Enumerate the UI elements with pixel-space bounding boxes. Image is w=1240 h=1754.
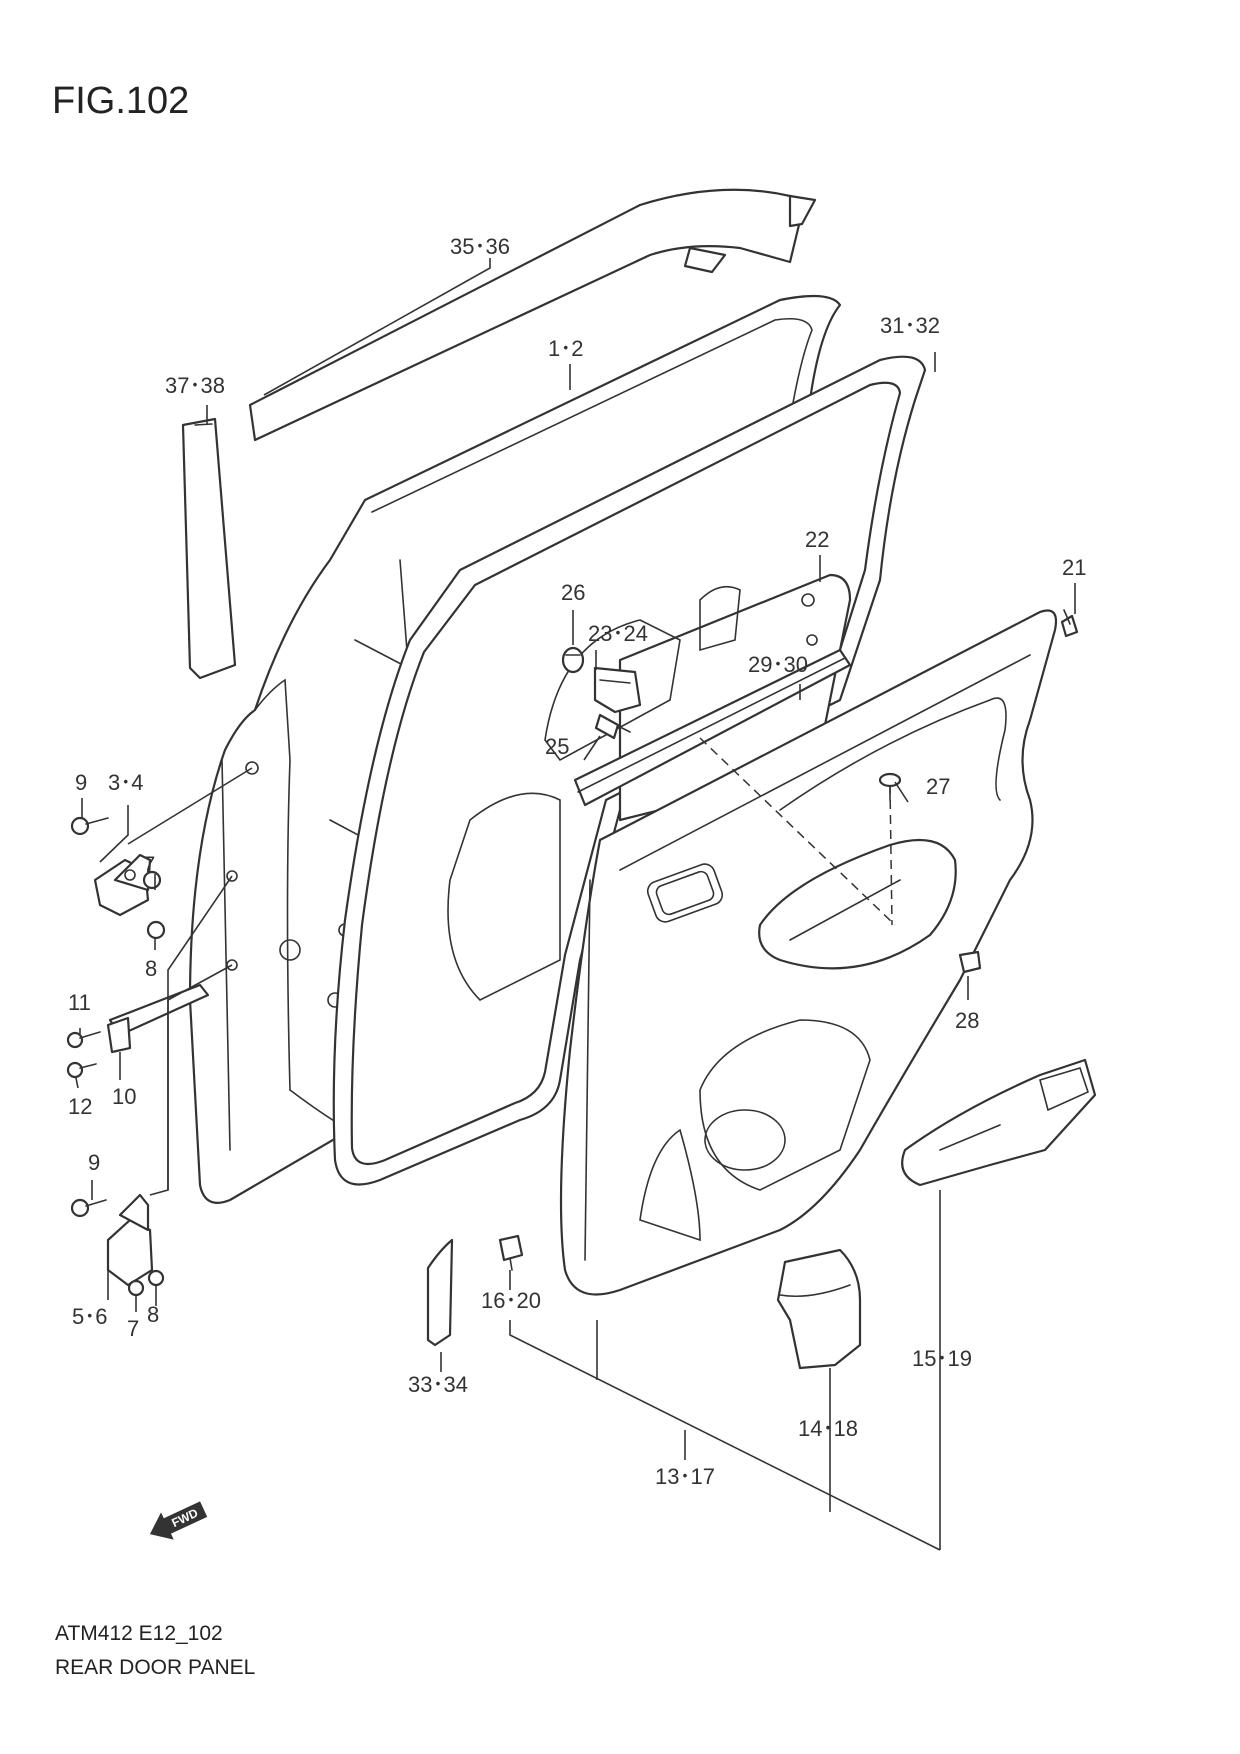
callout-35-36: 35･36 <box>450 234 510 259</box>
door-inner-openings <box>447 585 741 1001</box>
part-35-36-sash-molding[interactable] <box>248 188 817 442</box>
part-7-nut-upper[interactable] <box>142 870 162 890</box>
part-9-bolt-lower[interactable] <box>70 1198 107 1218</box>
callout-16-20: 16･20 <box>481 1288 541 1313</box>
part-23-24-bracket[interactable] <box>593 666 642 714</box>
part-21-clip[interactable] <box>1060 609 1079 638</box>
callout-23-24: 23･24 <box>588 621 648 646</box>
ref-line-27 <box>889 784 893 926</box>
ref-line-22 <box>699 737 896 926</box>
callout-22: 22 <box>805 527 829 552</box>
part-26-clip[interactable] <box>561 646 585 674</box>
part-5-6-lower-hinge[interactable] <box>106 1193 154 1287</box>
callout-10: 10 <box>112 1084 136 1109</box>
part-33-34-sash-tape[interactable] <box>426 1238 454 1347</box>
callout-11: 11 <box>68 990 91 1015</box>
figure-title: FIG.102 <box>52 80 189 122</box>
callout-33-34: 33･34 <box>408 1372 468 1397</box>
part-15-19-switch-cover[interactable] <box>901 1058 1097 1187</box>
callout-25: 25 <box>545 734 569 759</box>
callout-12: 12 <box>68 1094 92 1119</box>
part-13-17-door-trim[interactable] <box>559 609 1058 1296</box>
callout-9-upper: 9 <box>75 770 87 795</box>
callout-9-lower: 9 <box>88 1150 100 1175</box>
callout-1-2: 1･2 <box>548 336 583 361</box>
callout-37-38: 37･38 <box>165 373 225 398</box>
part-28-clip[interactable] <box>958 950 982 974</box>
part-10-door-check[interactable] <box>106 983 210 1054</box>
callout-29-30: 29･30 <box>748 652 808 677</box>
callout-7-upper: 7 <box>143 852 155 877</box>
fwd-arrow-icon: FWD <box>149 1501 208 1540</box>
callout-14-18: 14･18 <box>798 1416 858 1441</box>
part-14-18-handle-cover[interactable] <box>776 1248 862 1370</box>
callout-8-lower: 8 <box>147 1302 159 1327</box>
part-25-screw[interactable] <box>594 713 631 740</box>
part-37-38-pillar-tape[interactable] <box>181 417 237 680</box>
callout-13-17: 13･17 <box>655 1464 715 1489</box>
callout-28: 28 <box>955 1008 979 1033</box>
callout-26: 26 <box>561 580 585 605</box>
part-29-30-belt-molding[interactable] <box>573 648 852 807</box>
footer-code: ATM412 E12_102 <box>55 1622 223 1645</box>
part-8-nut-lower[interactable] <box>147 1269 165 1287</box>
part-3-4-upper-hinge[interactable] <box>93 853 152 917</box>
part-9-bolt-upper[interactable] <box>70 816 109 836</box>
callout-8-upper: 8 <box>145 956 157 981</box>
footer-name: REAR DOOR PANEL <box>55 1656 255 1679</box>
callout-5-6: 5･6 <box>72 1304 107 1329</box>
part-11-bolt[interactable] <box>66 1031 101 1049</box>
part-7-nut-lower[interactable] <box>127 1279 145 1297</box>
leader-lines <box>75 258 1076 1551</box>
part-8-nut-upper[interactable] <box>146 920 166 940</box>
callout-7-lower: 7 <box>127 1316 139 1341</box>
callout-27: 27 <box>926 774 950 799</box>
part-16-20-clip[interactable] <box>498 1234 524 1271</box>
part-12-bolt[interactable] <box>66 1061 97 1079</box>
callout-31-32: 31･32 <box>880 313 940 338</box>
callout-15-19: 15･19 <box>912 1346 972 1371</box>
callout-3-4: 3･4 <box>108 770 143 795</box>
callout-21: 21 <box>1062 555 1086 580</box>
